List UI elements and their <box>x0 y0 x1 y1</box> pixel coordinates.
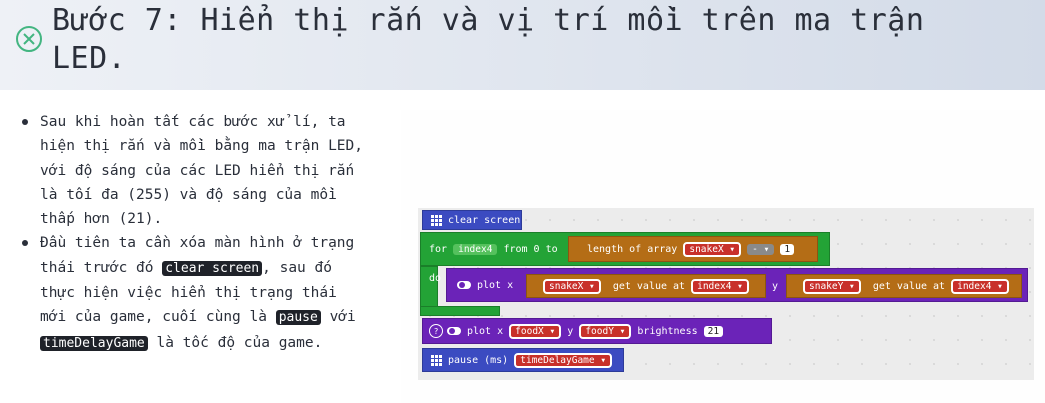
clear-screen-block[interactable]: clear screen <box>422 210 522 230</box>
code-clear-screen: clear screen <box>162 260 263 276</box>
var-label: snakeX <box>689 243 724 255</box>
var-label: snakeX <box>549 280 584 292</box>
led-toggle-icon <box>457 281 471 289</box>
y-keyword: y <box>567 325 574 337</box>
number-one[interactable]: 1 <box>780 243 795 255</box>
foody-variable[interactable]: foodY ▾ <box>579 323 632 339</box>
block-label: length of array <box>587 243 678 255</box>
plot-food-block[interactable]: ? plot x foodX ▾ y foodY ▾ brightness 21 <box>422 318 772 344</box>
for-index-variable[interactable]: index4 <box>453 243 498 255</box>
block-label: pause (ms) <box>448 354 509 366</box>
var-label: snakeY <box>809 280 844 292</box>
list-item: Đầu tiên ta cần xóa màn hình ở trạng thá… <box>18 231 368 355</box>
led-toggle-icon <box>447 327 461 335</box>
from-keyword: from 0 to <box>503 243 558 255</box>
led-grid-icon <box>431 354 442 366</box>
var-label: foodX <box>515 325 544 337</box>
brightness-label: brightness <box>637 325 698 337</box>
header: Bước 7: Hiển thị rắn và vị trí mồi trên … <box>0 0 1045 90</box>
bullet-text: với <box>320 309 356 326</box>
var-label: foodY <box>585 325 614 337</box>
snakey-variable[interactable]: snakeY ▾ <box>803 278 861 294</box>
pause-block[interactable]: pause (ms) timeDelayGame ▾ <box>422 348 624 372</box>
y-label: y <box>768 274 782 298</box>
block-label: plot x <box>477 279 514 291</box>
var-label: timeDelayGame <box>520 354 595 366</box>
foodx-variable[interactable]: foodX ▾ <box>509 323 562 339</box>
loop-footer <box>420 306 500 316</box>
bullet-text: , sau đó thực hiện việc hiển thị trạng t… <box>40 259 337 326</box>
code-time-delay-game: timeDelayGame <box>40 335 148 351</box>
page-title: Bước 7: Hiển thị rắn và vị trí mồi trên … <box>52 3 925 76</box>
block-label: get value at <box>872 280 946 292</box>
get-value-snakex-block[interactable]: snakeX ▾ get value at index4 ▾ <box>526 274 766 298</box>
bullet-text: Đầu tiên ta cần xóa màn hình ở trạng thá… <box>40 235 355 276</box>
var-label: index4 <box>697 280 732 292</box>
y-keyword: y <box>772 280 779 292</box>
block-label: plot x <box>467 325 504 337</box>
index4-variable[interactable]: index4 ▾ <box>951 278 1009 294</box>
list-item: Sau khi hoàn tất các bước xử lí, ta hiện… <box>18 110 368 231</box>
help-icon[interactable]: ? <box>429 324 443 338</box>
bullet-text: Sau khi hoàn tất các bước xử lí, ta hiện… <box>40 114 364 228</box>
op-label: - <box>752 243 758 255</box>
snakex-variable[interactable]: snakeX ▾ <box>683 241 742 257</box>
led-grid-icon <box>431 214 442 226</box>
block-label: clear screen <box>448 214 521 226</box>
code-pause: pause <box>275 310 321 326</box>
bullet-text: là tốc độ của game. <box>147 334 323 351</box>
close-icon[interactable] <box>16 26 42 52</box>
brightness-value[interactable]: 21 <box>703 325 724 337</box>
get-value-snakey-block[interactable]: snakeY ▾ get value at index4 ▾ <box>786 274 1022 298</box>
do-keyword: do <box>429 273 442 284</box>
block-label: get value at <box>612 280 686 292</box>
snakex-variable[interactable]: snakeX ▾ <box>543 278 601 294</box>
length-of-array-block[interactable]: length of array snakeX ▾ - ▾ 1 <box>568 236 818 262</box>
index4-variable[interactable]: index4 ▾ <box>691 278 749 294</box>
for-keyword: for <box>429 243 448 255</box>
minus-operator[interactable]: - ▾ <box>747 243 775 255</box>
timedelaygame-variable[interactable]: timeDelayGame ▾ <box>514 352 613 368</box>
content-list: Sau khi hoàn tất các bước xử lí, ta hiện… <box>18 110 368 356</box>
var-label: index4 <box>957 280 992 292</box>
block-editor[interactable]: clear screen for index4 from 0 to length… <box>418 208 1034 380</box>
